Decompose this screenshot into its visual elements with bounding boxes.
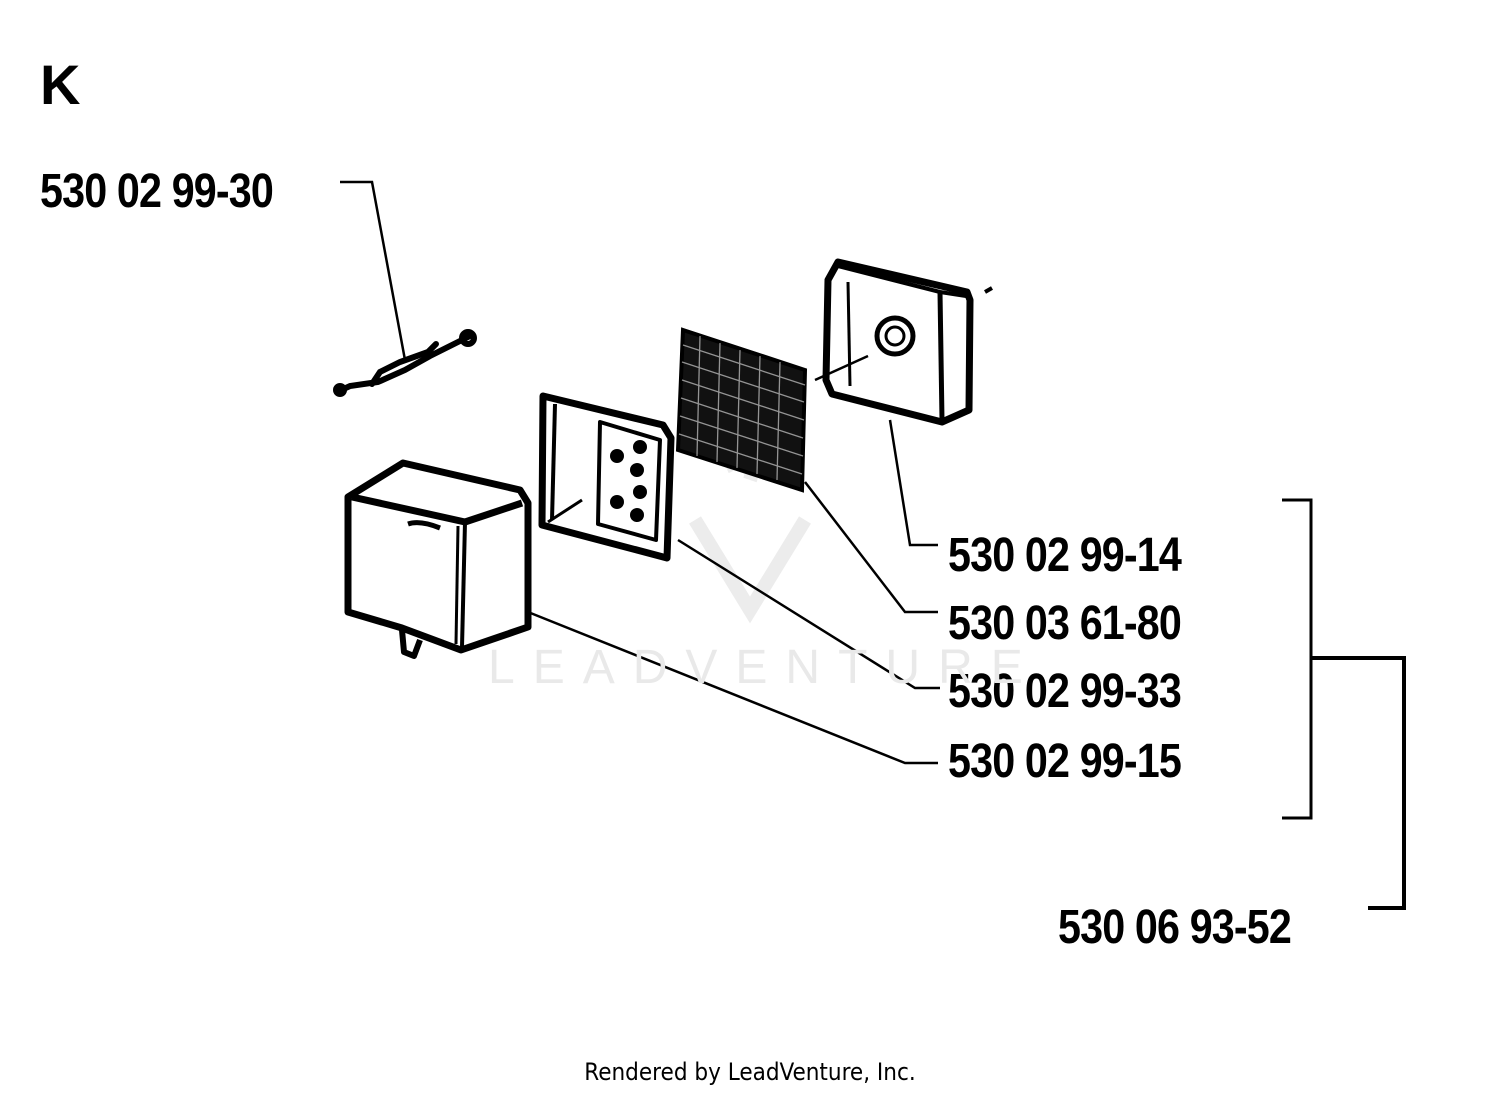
filter-frame-holes [610,440,647,522]
leader-lines [340,180,1406,910]
filter-frame-drawing [538,392,675,562]
section-letter: K [40,53,81,116]
part-number-filter-kit[interactable]: 530 06 93-52 [1058,901,1292,954]
part-number-filter-screen[interactable]: 530 03 61-80 [948,597,1182,650]
watermark-text: LEADVENTURE [488,641,1041,694]
footer-credit: Rendered by LeadVenture, Inc. [584,1058,916,1086]
part-number-filter-frame[interactable]: 530 02 99-33 [948,665,1182,718]
part-number-filter-cover[interactable]: 530 02 99-14 [948,529,1182,582]
filter-cover-drawing [822,258,993,426]
filter-housing-drawing [344,459,532,659]
spring-clip-drawing [333,329,477,397]
part-number-spring-clip[interactable]: 530 02 99-30 [40,165,274,218]
filter-screen-drawing [675,327,808,493]
part-number-filter-housing[interactable]: 530 02 99-15 [948,735,1182,788]
